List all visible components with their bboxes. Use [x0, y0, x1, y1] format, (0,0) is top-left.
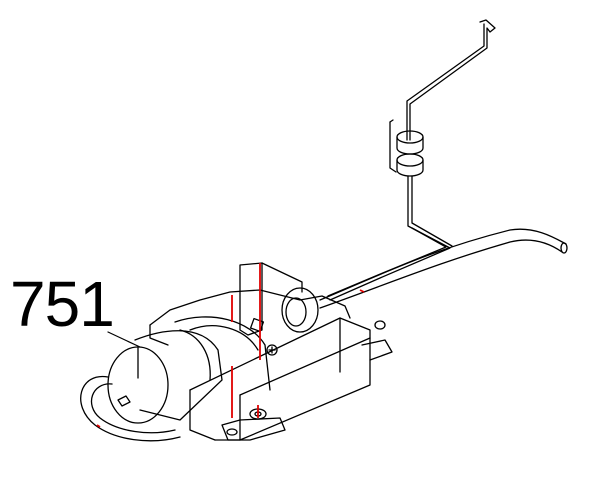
wire-harness-with-ferrite-cores [327, 19, 496, 301]
red-highlight-marks [96, 263, 365, 428]
callout-leader-line [107, 331, 141, 348]
tube [319, 228, 568, 309]
pump-motor-assembly [80, 262, 393, 442]
callout-number-751: 751 [10, 268, 115, 340]
